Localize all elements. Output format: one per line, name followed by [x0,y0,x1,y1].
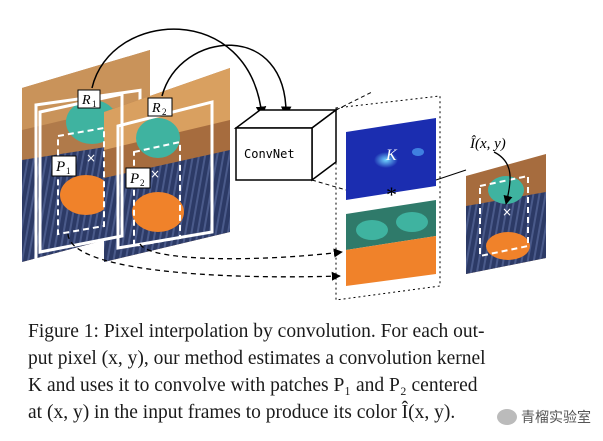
patch-label-p2: P 2 [125,167,151,189]
svg-text:R: R [81,93,91,108]
region-label-r2: R 2 [147,97,173,117]
patch-p1-box [57,126,105,236]
output-label: Î(x, y) [469,135,506,152]
watermark-text: 青榴实验室 [521,410,591,426]
svg-text:1: 1 [92,99,97,109]
figure-caption: Figure 1: Pixel interpolation by convolu… [28,318,576,426]
center-mark-frame-1: × [86,151,96,165]
arrow-p2-to-patches [139,243,343,260]
patch-p2-box [133,140,181,248]
caption-line-3: K and uses it to convolve with patches P… [28,375,478,396]
kernel-label: K [385,147,398,164]
convolution-operator: * [386,182,397,207]
center-mark-frame-2: × [150,167,160,181]
output-frame: × [466,154,546,274]
arrow-p1-to-patches [67,233,341,281]
region-label-r1: R 1 [77,89,101,109]
arrow-r1-to-convnet [91,28,267,118]
kernel-panel: K * [335,95,441,300]
arrow-r2-to-convnet [161,44,292,118]
svg-text:R: R [151,101,161,116]
wechat-icon [497,409,517,425]
caption-line-2: put pixel (x, y), our method estimates a… [28,348,486,369]
svg-text:P: P [129,171,139,187]
svg-text:2: 2 [140,178,145,188]
output-center-mark: × [502,205,512,219]
caption-line-1: Figure 1: Pixel interpolation by convolu… [28,321,485,342]
svg-text:1: 1 [66,166,71,176]
figure-diagram: R 1 R 2 P 1 P 2 × × ConvNet K * [22,28,546,300]
svg-text:P: P [55,159,65,175]
convnet-label: ConvNet [244,147,295,161]
patch-label-p1: P 1 [51,155,77,177]
svg-text:2: 2 [162,107,167,117]
arrow-label-to-output [493,151,513,205]
caption-line-4: at (x, y) in the input frames to produce… [28,402,456,423]
watermark: 青榴实验室 [493,405,595,429]
convnet-block: ConvNet [233,108,339,182]
